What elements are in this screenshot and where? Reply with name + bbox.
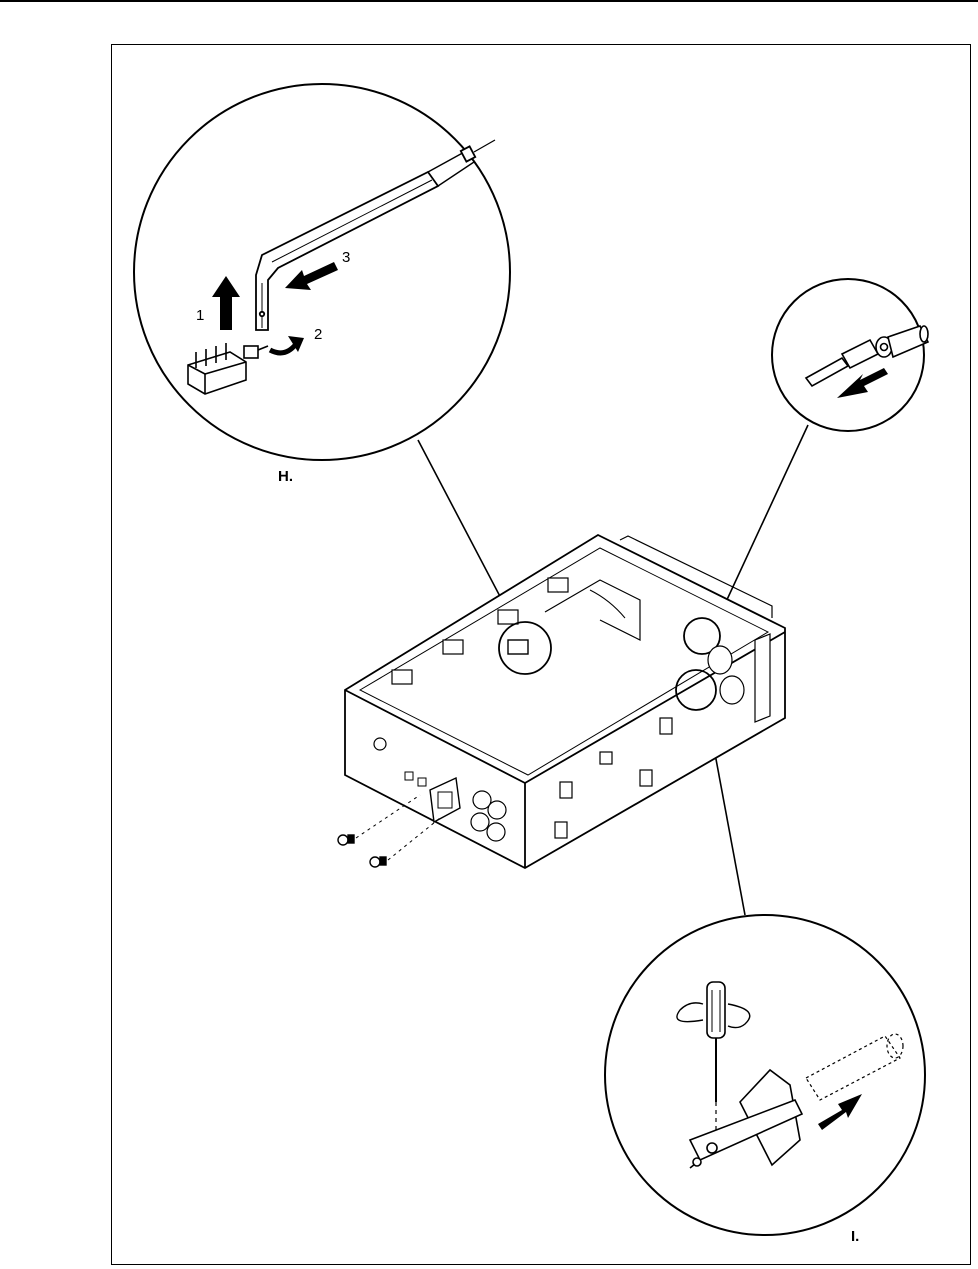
detail-label-i: I. (851, 1228, 859, 1245)
step-label-3: 3 (342, 249, 350, 266)
step-label-1: 1 (196, 307, 204, 324)
detail-label-h: H. (278, 468, 293, 485)
detail-circle-h: 1 2 3 (134, 84, 510, 460)
step-label-2: 2 (314, 326, 322, 343)
chassis-unit (345, 535, 785, 868)
detail-circle-i (605, 915, 925, 1235)
detail-circle-connector (772, 279, 928, 431)
